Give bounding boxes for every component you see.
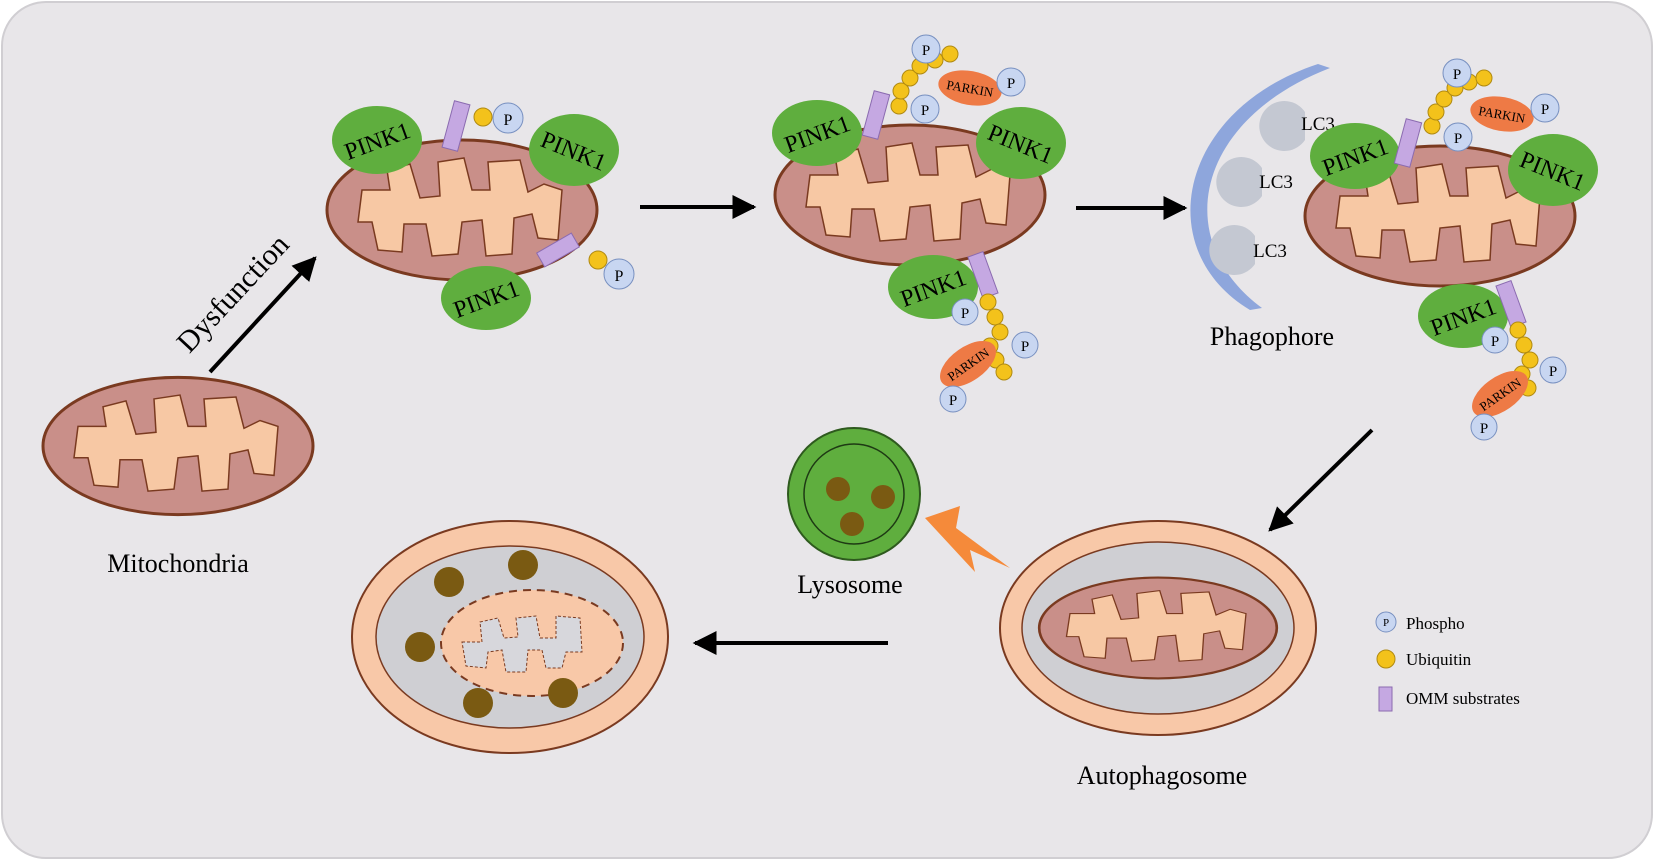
lysosome [787,427,921,561]
autophagosome-label: Autophagosome [1077,761,1247,790]
phagophore-membrane [1190,64,1330,310]
svg-text:P: P [615,268,624,285]
stage4-pink1-right: PINK1 [1508,134,1598,206]
svg-text:P: P [1491,334,1499,350]
stage2-pink1-left: PINK1 [332,106,422,174]
lysosome-label: Lysosome [797,570,902,599]
svg-text:P: P [1021,339,1029,355]
svg-text:P: P [1480,421,1488,437]
mitochondria-label: Mitochondria [107,549,249,578]
svg-text:LC3: LC3 [1259,172,1293,193]
svg-text:OMM substrates: OMM substrates [1406,689,1520,708]
legend-ubiquitin: Ubiquitin [1376,649,1472,669]
phagophore-label: Phagophore [1210,322,1334,351]
legend-phospho: P Phospho [1375,611,1465,633]
legend-omm-substrates: OMM substrates [1378,686,1520,712]
svg-text:P: P [961,306,969,322]
stage3-pink1-right: PINK1 [976,107,1066,179]
svg-text:P: P [1454,131,1462,147]
stage4-ubiquitin-chain-top: P P PARKIN P [1393,58,1560,168]
autolysosome [351,520,669,754]
svg-text:Phospho: Phospho [1406,614,1465,633]
stage2-omm-top: P [441,100,524,152]
stage2-pink1-bottom: PINK1 [441,266,531,330]
arrow-4-to-autophagosome [1268,428,1374,532]
svg-text:LC3: LC3 [1253,241,1287,262]
autophagosome [999,520,1317,736]
stage2-pink1-right: PINK1 [529,114,619,186]
lightning-bolt-icon [925,506,1010,572]
healthy-mitochondrion [41,375,315,517]
svg-text:Ubiquitin: Ubiquitin [1406,650,1472,669]
legend: P Phospho Ubiquitin OMM substrates [1375,611,1520,712]
svg-text:P: P [1007,76,1015,92]
svg-text:P: P [1541,102,1549,118]
stage3-ubiquitin-chain-top: P P PARKIN P [861,34,1026,140]
svg-text:P: P [949,393,957,409]
stage4-pink1-left: PINK1 [1310,123,1400,189]
svg-text:P: P [504,112,513,129]
svg-text:P: P [1453,67,1461,83]
svg-text:P: P [1549,364,1557,380]
svg-text:P: P [1383,617,1389,629]
svg-text:LC3: LC3 [1301,114,1335,135]
lc3-group: LC3 LC3 LC3 [1209,101,1335,275]
stage3-pink1-left: PINK1 [772,100,862,166]
svg-text:P: P [922,43,930,59]
stage2-omm-right: P [535,232,635,290]
svg-text:P: P [921,103,929,119]
dysfunction-arrow [208,256,317,374]
